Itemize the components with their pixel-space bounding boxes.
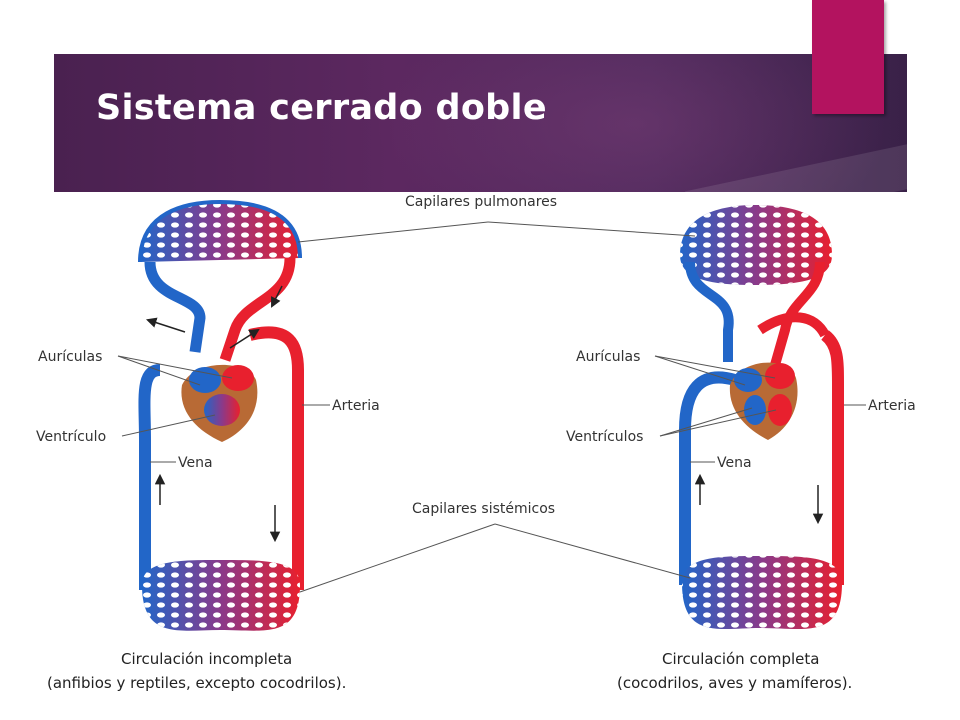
right-arteria-vessel <box>820 330 844 585</box>
slide-title: Sistema cerrado doble <box>96 88 547 128</box>
right-auriculas-leader-2 <box>654 355 776 379</box>
left-vena-vessel <box>138 364 161 590</box>
right-ventriculos-leader <box>659 407 753 437</box>
right-label-arteria: Arteria <box>868 398 916 414</box>
left-label-auriculas: Aurículas <box>38 349 102 365</box>
right-systemic-capillaries <box>682 556 842 630</box>
left-heart-left-atrium <box>222 365 254 391</box>
left-auriculas-leader-2 <box>117 355 233 379</box>
banner-glow <box>374 54 894 192</box>
title-banner <box>54 54 907 192</box>
right-heart <box>729 362 798 440</box>
right-pulmonary-vein <box>685 261 734 362</box>
right-vena-vessel <box>679 371 737 585</box>
right-circulation-diagram: Aurículas Ventrículos Vena Arteria Circu… <box>566 205 916 692</box>
right-heart-left-ventricle <box>768 394 792 426</box>
right-pulmonary-capillaries <box>680 205 832 285</box>
left-heart <box>181 364 258 442</box>
right-pulmonary-artery <box>770 261 825 367</box>
right-auriculas-leader <box>654 355 746 386</box>
left-pulmonary-capillaries <box>138 199 302 263</box>
label-capilares-pulmonares: Capilares pulmonares <box>405 194 557 210</box>
left-heart-right-atrium <box>189 367 221 393</box>
left-auriculas-leader <box>117 355 201 386</box>
label-capilares-sistemicos: Capilares sistémicos <box>412 501 555 517</box>
right-label-vena: Vena <box>717 455 752 471</box>
left-caption-line2: (anfibios y reptiles, excepto cocodrilos… <box>47 674 346 692</box>
right-label-auriculas: Aurículas <box>576 349 640 365</box>
left-label-ventriculo: Ventrículo <box>36 429 106 445</box>
left-systemic-capillaries <box>142 560 300 631</box>
left-label-arteria: Arteria <box>332 398 380 414</box>
left-ventriculo-leader <box>121 414 216 437</box>
right-label-ventriculos: Ventrículos <box>566 429 643 445</box>
pulmonares-leader-left <box>297 221 489 243</box>
left-pulmonary-artery <box>219 257 296 362</box>
left-flow-arrow-3 <box>271 285 283 308</box>
right-pulmonary-return <box>757 312 830 338</box>
right-caption-line1: Circulación completa <box>662 650 820 668</box>
left-flow-arrow-1 <box>146 317 186 333</box>
left-label-vena: Vena <box>178 455 213 471</box>
left-arteria-vessel <box>248 326 304 590</box>
left-pulmonary-vein <box>144 261 206 353</box>
sistemicos-leader-left <box>299 523 496 593</box>
left-circulation-diagram: Aurículas Ventrículo Vena Arteria Circul… <box>36 199 380 692</box>
left-flow-arrow-2 <box>229 328 260 349</box>
left-caption-line1: Circulación incompleta <box>121 650 292 668</box>
pulmonares-leader-right <box>487 221 696 237</box>
right-heart-right-ventricle <box>744 395 766 425</box>
accent-tab <box>812 0 884 114</box>
right-ventriculos-leader-2 <box>659 409 777 437</box>
sistemicos-leader-right <box>494 523 691 579</box>
right-caption-line2: (cocodrilos, aves y mamíferos). <box>617 674 852 692</box>
left-heart-ventricle <box>204 394 240 426</box>
right-heart-left-atrium <box>765 363 795 389</box>
